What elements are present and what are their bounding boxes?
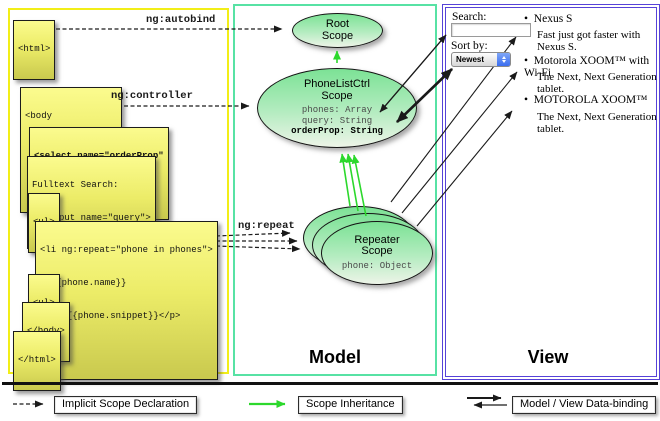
sortby-select[interactable]: Newest bbox=[451, 52, 511, 67]
repeater-scope-title: Repeater bbox=[354, 233, 400, 246]
search-label: Search: bbox=[452, 11, 487, 23]
phone-item-3: • MOTOROLA XOOM™ bbox=[524, 94, 647, 106]
phone-item-3-desc: The Next, Next Generation tablet. bbox=[537, 111, 657, 135]
phonelistctrl-prop-phones: phones: Array bbox=[301, 105, 373, 116]
root-scope-ellipse: Root Scope bbox=[292, 13, 383, 48]
root-scope-title: Root bbox=[325, 18, 350, 30]
select-stepper-icon bbox=[497, 53, 510, 66]
phonelistctrl-prop-query: query: String bbox=[301, 115, 373, 126]
repeater-prop-phone: phone: Object bbox=[341, 260, 413, 271]
li-line2: {{phone.name}} bbox=[40, 278, 127, 288]
legend-separator bbox=[2, 382, 658, 385]
bullet-icon: • bbox=[524, 94, 529, 106]
repeater-scope-title2: Scope bbox=[361, 245, 393, 258]
view-column-label: View bbox=[527, 347, 569, 367]
phone-item-2-title[interactable]: Motorola XOOM™ with Wi-Fi bbox=[524, 55, 650, 79]
model-column-frame bbox=[233, 4, 437, 376]
phonelistctrl-scope-ellipse: PhoneListCtrl Scope phones: Array query:… bbox=[257, 68, 417, 148]
html-close-tag-box: </html> bbox=[13, 331, 61, 391]
html-open-tag: <html> bbox=[18, 44, 51, 54]
legend-data-binding: Model / View Data-binding bbox=[512, 396, 657, 414]
root-scope-title2: Scope bbox=[321, 29, 354, 42]
bullet-icon: • bbox=[524, 13, 529, 25]
phone-item-1-title[interactable]: Nexus S bbox=[533, 13, 573, 25]
sortby-selected-value: Newest bbox=[456, 55, 485, 64]
ng-repeat-label: ng:repeat bbox=[238, 220, 295, 232]
phonelistctrl-prop-orderprop: orderProp: String bbox=[291, 126, 383, 137]
phonelistctrl-scope-title2: Scope bbox=[321, 89, 353, 102]
li-line1: <li ng:repeat="phone in phones"> bbox=[40, 245, 213, 255]
html-close-tag: </html> bbox=[18, 355, 56, 365]
sortby-label: Sort by: bbox=[451, 40, 488, 52]
phone-item-1: • Nexus S bbox=[524, 13, 572, 25]
phone-item-1-desc: Fast just got faster with Nexus S. bbox=[537, 29, 641, 53]
bullet-icon: • bbox=[524, 55, 529, 67]
model-column-label: Model bbox=[309, 347, 361, 367]
phone-item-2: • Motorola XOOM™ with Wi-Fi bbox=[524, 55, 660, 79]
li-line3: <p>{{phone.snippet}}</p> bbox=[40, 311, 181, 321]
phone-item-3-title[interactable]: MOTOROLA XOOM™ bbox=[533, 94, 648, 106]
search-input[interactable] bbox=[451, 23, 531, 37]
ng-controller-label: ng:controller bbox=[111, 90, 193, 102]
repeater-scope-ellipse-front: Repeater Scope phone: Object bbox=[321, 221, 433, 285]
phone-item-2-desc: The Next, Next Generation tablet. bbox=[537, 71, 657, 95]
fulltext-line1: Fulltext Search: bbox=[32, 180, 119, 190]
legend-scope-inheritance: Scope Inheritance bbox=[298, 396, 403, 414]
body-open-line1: <body bbox=[25, 111, 53, 121]
stepper-down-icon bbox=[501, 60, 506, 63]
phonelistctrl-scope-title: PhoneListCtrl bbox=[303, 78, 371, 91]
ng-autobind-label: ng:autobind bbox=[146, 14, 216, 26]
legend-implicit-scope: Implicit Scope Declaration bbox=[54, 396, 198, 414]
html-open-tag-box: <html> bbox=[13, 20, 56, 80]
stepper-up-icon bbox=[501, 56, 506, 59]
